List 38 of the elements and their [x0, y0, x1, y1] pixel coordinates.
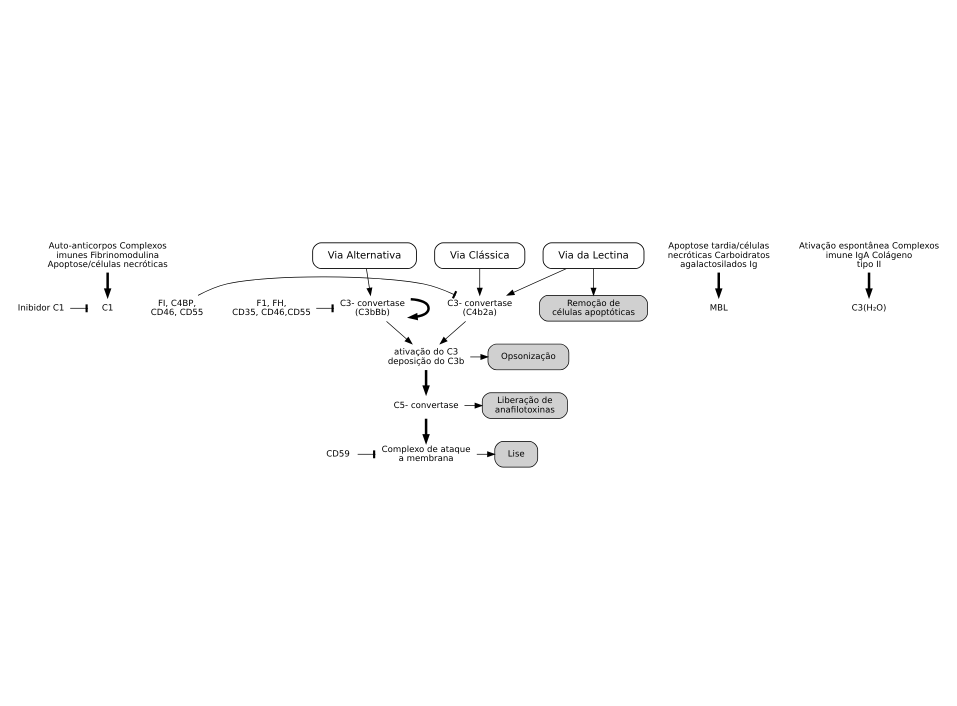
arrow: [476, 268, 483, 296]
node-text: Apoptose tardia/células necróticas Carboidratos agalactosilados Ig: [668, 242, 770, 270]
node-text: C3- convertase (C4b2a): [447, 298, 512, 318]
node-text: Complexo de ataque a membrana: [382, 444, 470, 464]
node-box: Opsonização: [488, 344, 570, 370]
node-text: CD59: [326, 449, 350, 460]
arrow: [406, 298, 430, 320]
node-box: Remoção de células apoptóticas: [539, 295, 648, 322]
arrow: [464, 402, 484, 409]
node-box: Liberação de anafilotoxinas: [482, 392, 568, 419]
node-box: Via Alternativa: [312, 242, 417, 269]
arrow: [865, 272, 873, 300]
arrow: [104, 272, 112, 300]
node-box: Lise: [494, 441, 538, 468]
node-text: Ativação espontânea Complexos imune IgA Colágeno tipo II: [799, 242, 940, 270]
node-text: Inibidor C1: [18, 303, 64, 314]
node-box: Via da Lectina: [542, 242, 644, 269]
arrow: [715, 272, 723, 300]
arrow: [422, 418, 430, 445]
node-text: F1, FH, CD35, CD46,CD55: [232, 298, 311, 318]
node-text: C3- convertase (C3bBb): [340, 298, 405, 318]
node-text: C5- convertase: [394, 400, 459, 411]
node-text: C3(H₂O): [852, 303, 886, 314]
connector: [198, 276, 458, 299]
node-text: ativação do C3 deposição do C3b: [388, 348, 464, 367]
arrow: [386, 321, 413, 345]
arrow: [590, 268, 597, 296]
node-text: Auto-anticorpos Complexos imunes Fibrinomodulina Apoptose/células necróticas: [48, 242, 168, 270]
node-text: FI, C4BP, CD46, CD55: [150, 298, 204, 318]
arrow: [476, 451, 496, 458]
node-text: C1: [102, 303, 114, 314]
arrow: [506, 268, 567, 296]
arrow: [439, 321, 466, 345]
node-box: Via Clássica: [434, 242, 526, 269]
arrow: [470, 354, 490, 360]
arrow: [422, 370, 430, 396]
arrow: [366, 268, 372, 296]
node-text: MBL: [710, 303, 728, 314]
